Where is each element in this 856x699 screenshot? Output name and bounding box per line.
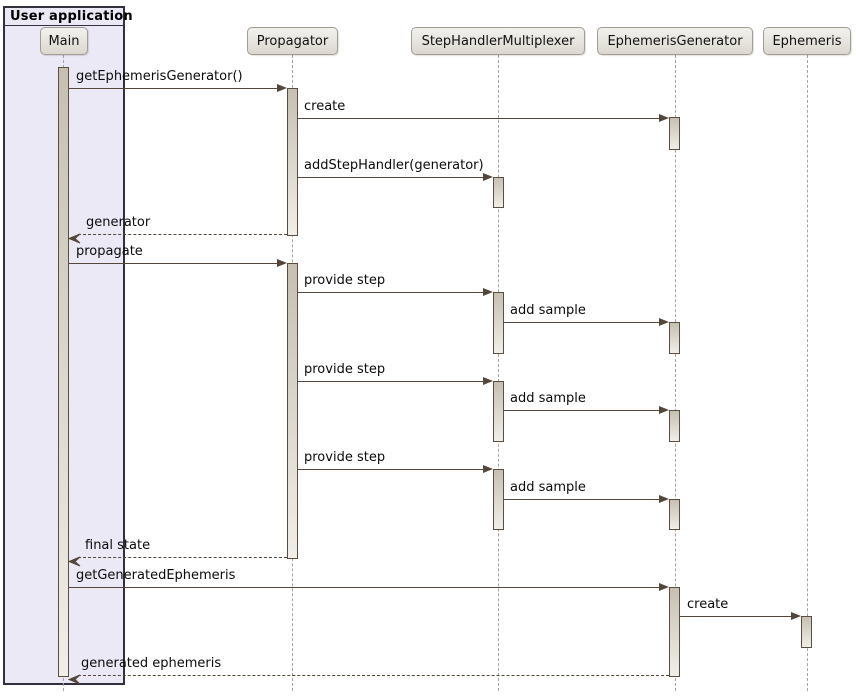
message-line	[78, 234, 287, 235]
activation-bar-propagator	[287, 263, 298, 559]
activation-bar-ephemeris	[801, 616, 812, 648]
activation-bar-ephemerisgenerator	[669, 117, 680, 150]
message-arrowhead	[483, 173, 493, 181]
message-label: add sample	[510, 480, 586, 495]
message-label: add sample	[510, 391, 586, 406]
message-label: generator	[86, 215, 151, 230]
message-label: getEphemerisGenerator()	[76, 69, 243, 84]
message-arrowhead	[277, 259, 287, 267]
message-line	[78, 675, 669, 676]
activation-bar-propagator	[287, 88, 298, 236]
message-line	[69, 88, 284, 89]
message-line	[298, 469, 490, 470]
message-line	[78, 557, 287, 558]
message-line	[298, 177, 490, 178]
activation-bar-main	[58, 67, 69, 677]
message-line	[504, 410, 666, 411]
message-label: provide step	[304, 362, 386, 377]
message-arrowhead	[483, 465, 493, 473]
activation-bar-ephemerisgenerator	[669, 322, 680, 354]
message-line	[504, 499, 666, 500]
message-arrowhead	[483, 377, 493, 385]
message-label: generated ephemeris	[81, 656, 222, 671]
message-arrowhead	[659, 114, 669, 122]
message-arrowhead	[67, 552, 81, 571]
message-arrowhead	[659, 406, 669, 414]
participant-box-ephemerisgenerator: EphemerisGenerator	[597, 27, 753, 55]
activation-bar-ephemerisgenerator	[669, 499, 680, 530]
message-arrowhead	[67, 229, 81, 248]
participant-box-stephandlermultiplexer: StepHandlerMultiplexer	[411, 27, 585, 55]
lifeline-stephandlermultiplexer	[498, 55, 499, 691]
message-arrowhead	[791, 612, 801, 620]
message-label: add sample	[510, 303, 586, 318]
message-arrowhead	[659, 495, 669, 503]
activation-bar-stephandlermultiplexer	[493, 381, 504, 442]
participant-box-ephemeris: Ephemeris	[763, 27, 851, 55]
message-line	[680, 616, 798, 617]
lifeline-ephemeris	[807, 55, 808, 691]
message-line	[504, 322, 666, 323]
message-label: create	[304, 99, 346, 114]
message-label: propagate	[76, 244, 143, 259]
activation-bar-ephemerisgenerator	[669, 410, 680, 442]
message-line	[69, 263, 284, 264]
message-label: create	[687, 597, 729, 612]
message-line	[69, 587, 666, 588]
activation-bar-ephemerisgenerator	[669, 587, 680, 677]
message-line	[298, 292, 490, 293]
participant-box-propagator: Propagator	[247, 27, 338, 55]
message-label: getGeneratedEphemeris	[76, 568, 236, 583]
message-label: final state	[85, 538, 151, 553]
message-arrowhead	[659, 583, 669, 591]
message-label: provide step	[304, 273, 386, 288]
message-arrowhead	[659, 318, 669, 326]
message-line	[298, 381, 490, 382]
message-arrowhead	[483, 288, 493, 296]
message-arrowhead	[277, 84, 287, 92]
message-arrowhead	[67, 670, 81, 689]
activation-bar-stephandlermultiplexer	[493, 292, 504, 354]
lifeline-ephemerisgenerator	[675, 55, 676, 691]
activation-bar-stephandlermultiplexer	[493, 177, 504, 208]
message-line	[298, 118, 666, 119]
message-label: addStepHandler(generator)	[304, 158, 484, 173]
frame-title: User application	[5, 8, 133, 26]
participant-box-main: Main	[40, 27, 88, 55]
message-label: provide step	[304, 450, 386, 465]
activation-bar-stephandlermultiplexer	[493, 469, 504, 530]
